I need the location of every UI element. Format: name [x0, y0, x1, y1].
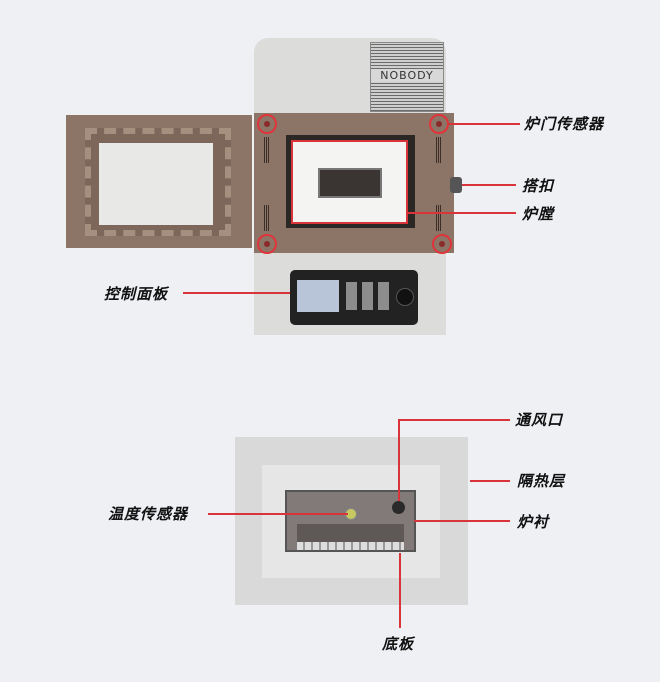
vent-slots: [436, 137, 441, 163]
vent-grille: NOBODY: [370, 42, 444, 112]
callout-line: [462, 184, 516, 186]
vent-slots: [264, 137, 269, 163]
label-latch: 搭扣: [522, 177, 555, 195]
control-panel[interactable]: [290, 270, 418, 325]
label-temperature-sensor: 温度传感器: [108, 505, 189, 523]
label-chamber: 炉膛: [522, 205, 555, 223]
control-knob[interactable]: [396, 288, 414, 306]
door-sensor-marker: [257, 114, 277, 134]
lcd-screen: [297, 280, 339, 312]
label-door-sensor: 炉门传感器: [524, 115, 605, 133]
chamber-floor: [297, 524, 404, 542]
vent-hole: [392, 501, 405, 514]
callout-line: [208, 513, 348, 515]
panel-buttons[interactable]: [346, 282, 390, 310]
lining: [285, 490, 416, 552]
base-plate: [297, 542, 404, 550]
latch[interactable]: [450, 177, 462, 193]
callout-line: [399, 553, 401, 628]
callout-line: [183, 292, 290, 294]
door-sensor-marker: [432, 234, 452, 254]
callout-line: [470, 480, 510, 482]
brand-logo: NOBODY: [371, 69, 443, 82]
chamber-slot: [318, 168, 382, 198]
label-control-panel: 控制面板: [104, 285, 169, 303]
label-base-plate: 底板: [382, 635, 415, 653]
callout-line: [447, 123, 520, 125]
door-insulation: [99, 143, 213, 225]
door-sensor-marker: [429, 114, 449, 134]
callout-line: [414, 520, 510, 522]
door-sensor-marker: [257, 234, 277, 254]
callout-line: [398, 419, 400, 501]
chamber: [291, 140, 408, 224]
vent-slots: [264, 205, 269, 231]
label-insulation: 隔热层: [517, 472, 566, 490]
callout-line: [408, 212, 516, 214]
label-lining: 炉衬: [517, 513, 550, 531]
callout-line: [398, 419, 510, 421]
vent-slots: [436, 205, 441, 231]
label-vent: 通风口: [515, 411, 564, 429]
